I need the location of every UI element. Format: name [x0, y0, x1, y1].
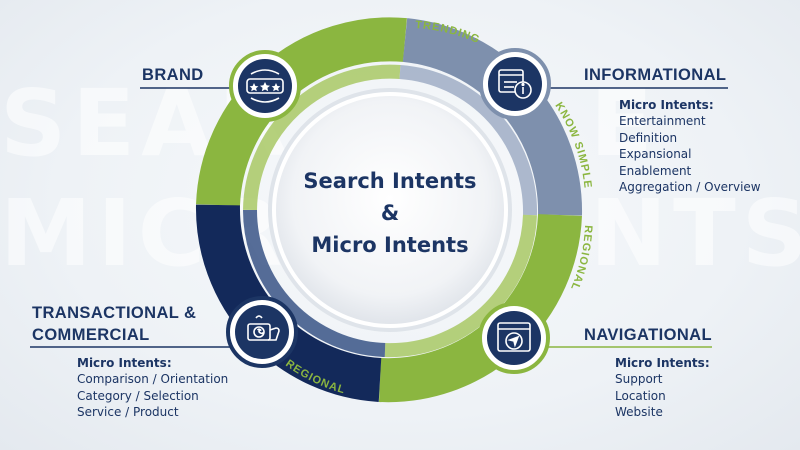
navigational-title: NAVIGATIONAL [584, 326, 712, 344]
navigational-micro-list: Micro Intents: Support Location Website [615, 355, 710, 421]
info-screen-icon [498, 69, 532, 99]
list-item: Service / Product [77, 405, 179, 420]
ring-inner-band-3 [384, 214, 537, 358]
list-item: Website [615, 405, 663, 420]
center-title-line1: Search Intents [303, 169, 477, 193]
list-item: Comparison / Orientation [77, 372, 229, 387]
informational-micro-list: Micro Intents: Entertainment Definition … [619, 97, 761, 195]
list-item: Entertainment [619, 114, 706, 129]
list-item: Category / Selection [77, 388, 199, 403]
center-title: Search Intents & Micro Intents [275, 165, 505, 261]
list-item: Definition [619, 130, 678, 145]
list-item: Enablement [619, 163, 692, 178]
center-disc [272, 92, 508, 328]
transactional-title: TRANSACTIONAL & COMMERCIAL [32, 302, 196, 346]
brand-node [229, 50, 301, 122]
informational-node [479, 48, 551, 120]
money-hand-icon [247, 315, 280, 341]
list-item: Support [615, 372, 663, 387]
informational-title: INFORMATIONAL [584, 66, 727, 84]
informational-micro-heading: Micro Intents: [619, 98, 714, 112]
center-title-line2: & [380, 201, 400, 225]
transactional-micro-heading: Micro Intents: [77, 356, 172, 370]
list-item: Aggregation / Overview [619, 180, 761, 195]
transactional-title-line1: TRANSACTIONAL & [32, 304, 197, 322]
list-item: Expansional [619, 147, 692, 162]
list-item: Location [615, 388, 666, 403]
ring-inner-band-4 [243, 209, 386, 357]
transactional-node [226, 296, 298, 368]
navigational-micro-heading: Micro Intents: [615, 356, 710, 370]
center-title-line3: Micro Intents [311, 233, 469, 257]
transactional-title-line2: COMMERCIAL [32, 326, 150, 344]
navigational-node [478, 302, 550, 374]
background-word-4: NTS [590, 180, 800, 287]
ring-inner-band-2 [399, 65, 538, 216]
ring-inner-band-1 [243, 64, 401, 211]
brand-title: BRAND [142, 66, 204, 84]
navigation-window-icon [497, 322, 531, 352]
stars-badge-icon [246, 69, 284, 103]
transactional-micro-list: Micro Intents: Comparison / Orientation … [77, 355, 228, 421]
